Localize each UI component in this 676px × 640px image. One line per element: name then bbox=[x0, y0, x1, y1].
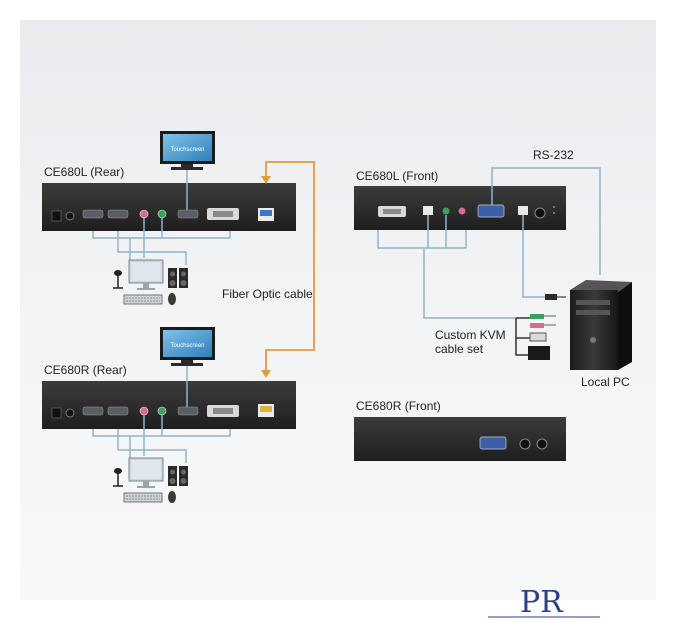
workstation-bottom bbox=[113, 457, 188, 503]
ce680r-rear-unit bbox=[42, 381, 296, 429]
pc-tower-icon bbox=[570, 280, 632, 370]
ce680l-front-label: CE680L (Front) bbox=[356, 169, 438, 183]
ce680r-front-unit bbox=[354, 417, 566, 461]
touchscreen-monitor-top: Touchscreen bbox=[160, 131, 215, 170]
monitor-icon bbox=[128, 259, 164, 290]
diagram-panel bbox=[20, 20, 656, 600]
speaker-icon bbox=[168, 466, 188, 486]
rs232-label: RS-232 bbox=[533, 148, 574, 162]
fiber-optic-cable bbox=[265, 161, 315, 372]
mouse-icon bbox=[168, 491, 176, 503]
touchscreen-label-top: Touchscreen bbox=[170, 147, 204, 153]
custom-kvm-label-line2: cable set bbox=[435, 342, 484, 356]
custom-kvm-label-line1: Custom KVM bbox=[435, 328, 506, 342]
fiber-arrow-bottom bbox=[261, 370, 271, 378]
microphone-icon bbox=[113, 468, 123, 487]
workstation-top bbox=[113, 259, 188, 305]
mouse-icon bbox=[168, 293, 176, 305]
ce680l-rear-cabling bbox=[92, 218, 231, 265]
ce680l-rear-unit bbox=[42, 183, 296, 231]
monitor-icon bbox=[128, 457, 164, 488]
touchscreen-monitor-bottom: Touchscreen bbox=[160, 327, 215, 366]
custom-kvm-connectors bbox=[515, 294, 566, 360]
touchscreen-label-bottom: Touchscreen bbox=[170, 343, 204, 349]
keyboard-icon bbox=[123, 294, 163, 305]
speaker-icon bbox=[168, 268, 188, 288]
ce680l-rear-label: CE680L (Rear) bbox=[44, 165, 124, 179]
local-pc-label: Local PC bbox=[581, 375, 630, 389]
microphone-icon bbox=[113, 270, 123, 289]
ce680l-front-unit bbox=[354, 186, 566, 230]
logo: PR bbox=[488, 585, 600, 620]
logo-text: PR bbox=[520, 585, 564, 620]
fiber-optic-label: Fiber Optic cable bbox=[222, 287, 313, 301]
ce680l-front-cabling bbox=[377, 215, 545, 319]
ce680r-rear-cabling bbox=[92, 415, 231, 463]
ce680r-rear-label: CE680R (Rear) bbox=[44, 363, 127, 377]
fiber-arrow-top bbox=[261, 176, 271, 184]
ce680r-front-label: CE680R (Front) bbox=[356, 399, 441, 413]
keyboard-icon bbox=[123, 492, 163, 503]
rs232-cable bbox=[491, 167, 601, 275]
